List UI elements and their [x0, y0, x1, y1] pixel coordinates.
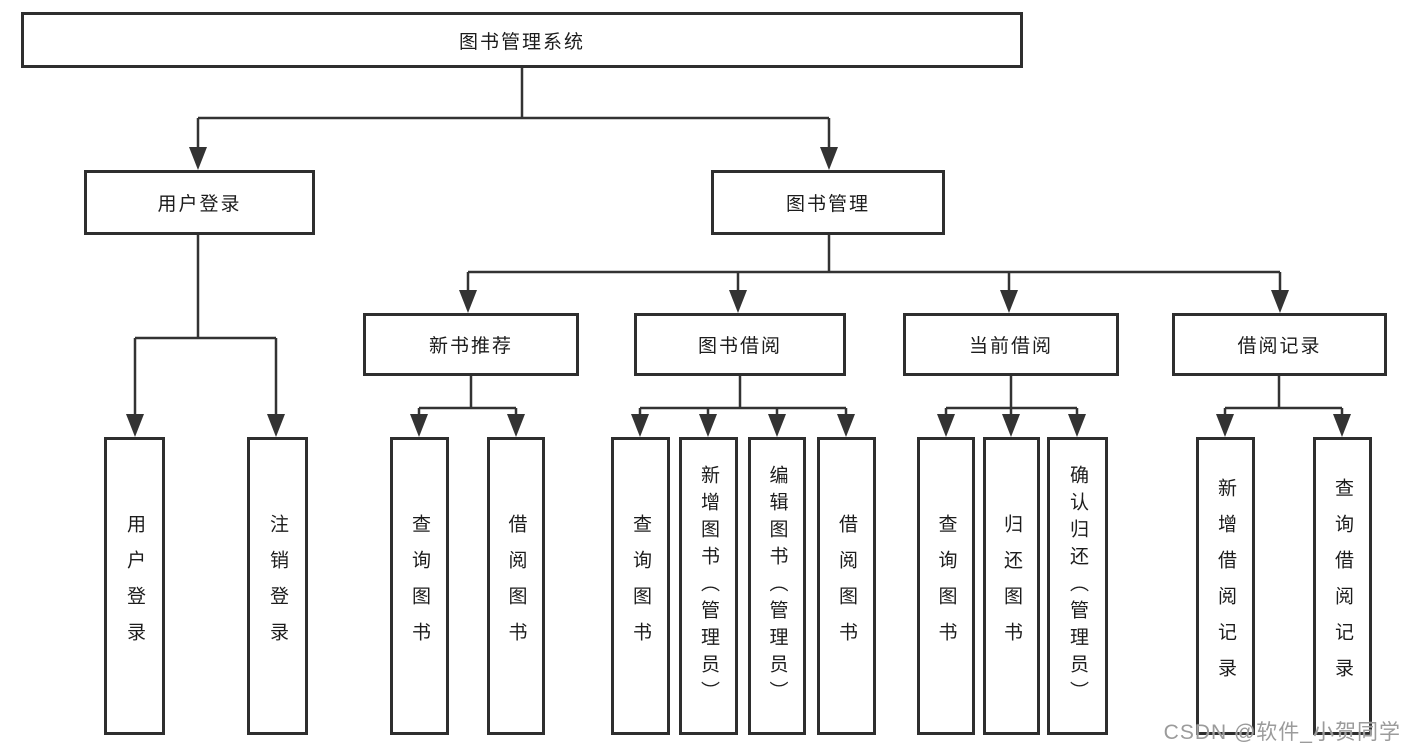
node-user-login: 用户登录 — [84, 170, 315, 235]
node-borrowing-records: 借阅记录 — [1172, 313, 1387, 376]
leaf-borrow-books-1: 借阅图书 — [487, 437, 545, 735]
leaf-borrow-books-2: 借阅图书 — [817, 437, 876, 735]
leaf-return-books: 归还图书 — [983, 437, 1040, 735]
node-new-book-recommend: 新书推荐 — [363, 313, 579, 376]
leaf-query-books-3: 查询图书 — [917, 437, 975, 735]
leaf-edit-books-admin: 编辑图书（管理员） — [748, 437, 806, 735]
leaf-add-books-admin: 新增图书（管理员） — [679, 437, 738, 735]
leaf-user-login: 用户登录 — [104, 437, 165, 735]
node-book-management: 图书管理 — [711, 170, 945, 235]
leaf-confirm-return-admin: 确认归还（管理员） — [1047, 437, 1108, 735]
watermark: CSDN @软件_小贺同学 — [1163, 721, 1401, 744]
leaf-query-books-2: 查询图书 — [611, 437, 670, 735]
node-root-system: 图书管理系统 — [21, 12, 1023, 68]
leaf-logout: 注销登录 — [247, 437, 308, 735]
node-current-borrowing: 当前借阅 — [903, 313, 1119, 376]
node-book-borrowing: 图书借阅 — [634, 313, 846, 376]
leaf-query-books-1: 查询图书 — [390, 437, 449, 735]
leaf-add-borrow-record: 新增借阅记录 — [1196, 437, 1255, 735]
arrowhead-icons — [126, 147, 1351, 437]
leaf-query-borrow-record: 查询借阅记录 — [1313, 437, 1372, 735]
